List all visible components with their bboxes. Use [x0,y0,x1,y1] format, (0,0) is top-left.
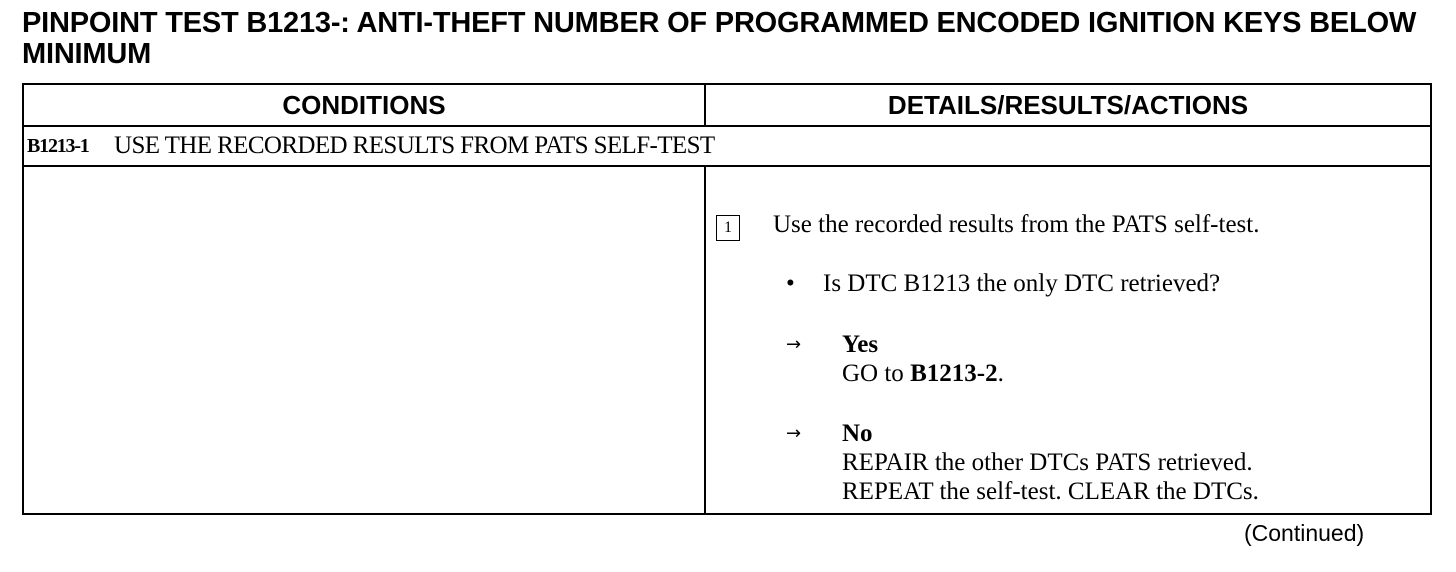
arrow-right-icon: → [786,334,802,355]
step-id: B1213-1 [27,135,90,157]
answer-yes-prefix: GO to [842,360,911,387]
step-title: USE THE RECORDED RESULTS FROM PATS SELF-… [114,132,715,159]
body-column-divider [704,167,706,513]
details-cell: 1 Use the recorded results from the PATS… [706,167,1430,513]
question-text: Is DTC B1213 the only DTC retrieved? [823,270,1221,297]
answer-no-line-1: REPAIR the other DTCs PATS retrieved. [842,449,1253,476]
details-header: DETAILS/RESULTS/ACTIONS [887,90,1249,120]
arrow-right-icon: → [786,423,802,444]
answer-no: No REPAIR the other DTCs PATS retrieved.… [842,419,1259,506]
bullet-icon: • [786,270,795,297]
step-instruction: Use the recorded results from the PATS s… [773,211,1260,238]
answer-yes: Yes GO to B1213-2. [842,330,1004,388]
answer-no-line-2: REPEAT the self-test. CLEAR the DTCs. [842,478,1259,505]
conditions-header: CONDITIONS [282,90,446,120]
answer-no-label: No [842,420,873,447]
answer-yes-target: B1213-2 [910,360,998,387]
continued-note: (Continued) [1244,520,1365,546]
step-row: B1213-1 USE THE RECORDED RESULTS FROM PA… [24,127,1430,167]
step-number-box: 1 [716,215,740,241]
pinpoint-test-table: CONDITIONS DETAILS/RESULTS/ACTIONS B1213… [22,83,1432,515]
table-header-row: CONDITIONS DETAILS/RESULTS/ACTIONS [24,85,1430,127]
pinpoint-test-title: PINPOINT TEST B1213-: ANTI-THEFT NUMBER … [22,7,1417,70]
header-column-divider [704,85,706,125]
answer-yes-suffix: . [997,360,1004,387]
answer-yes-label: Yes [842,331,879,358]
answer-yes-action: GO to B1213-2. [842,359,1004,388]
